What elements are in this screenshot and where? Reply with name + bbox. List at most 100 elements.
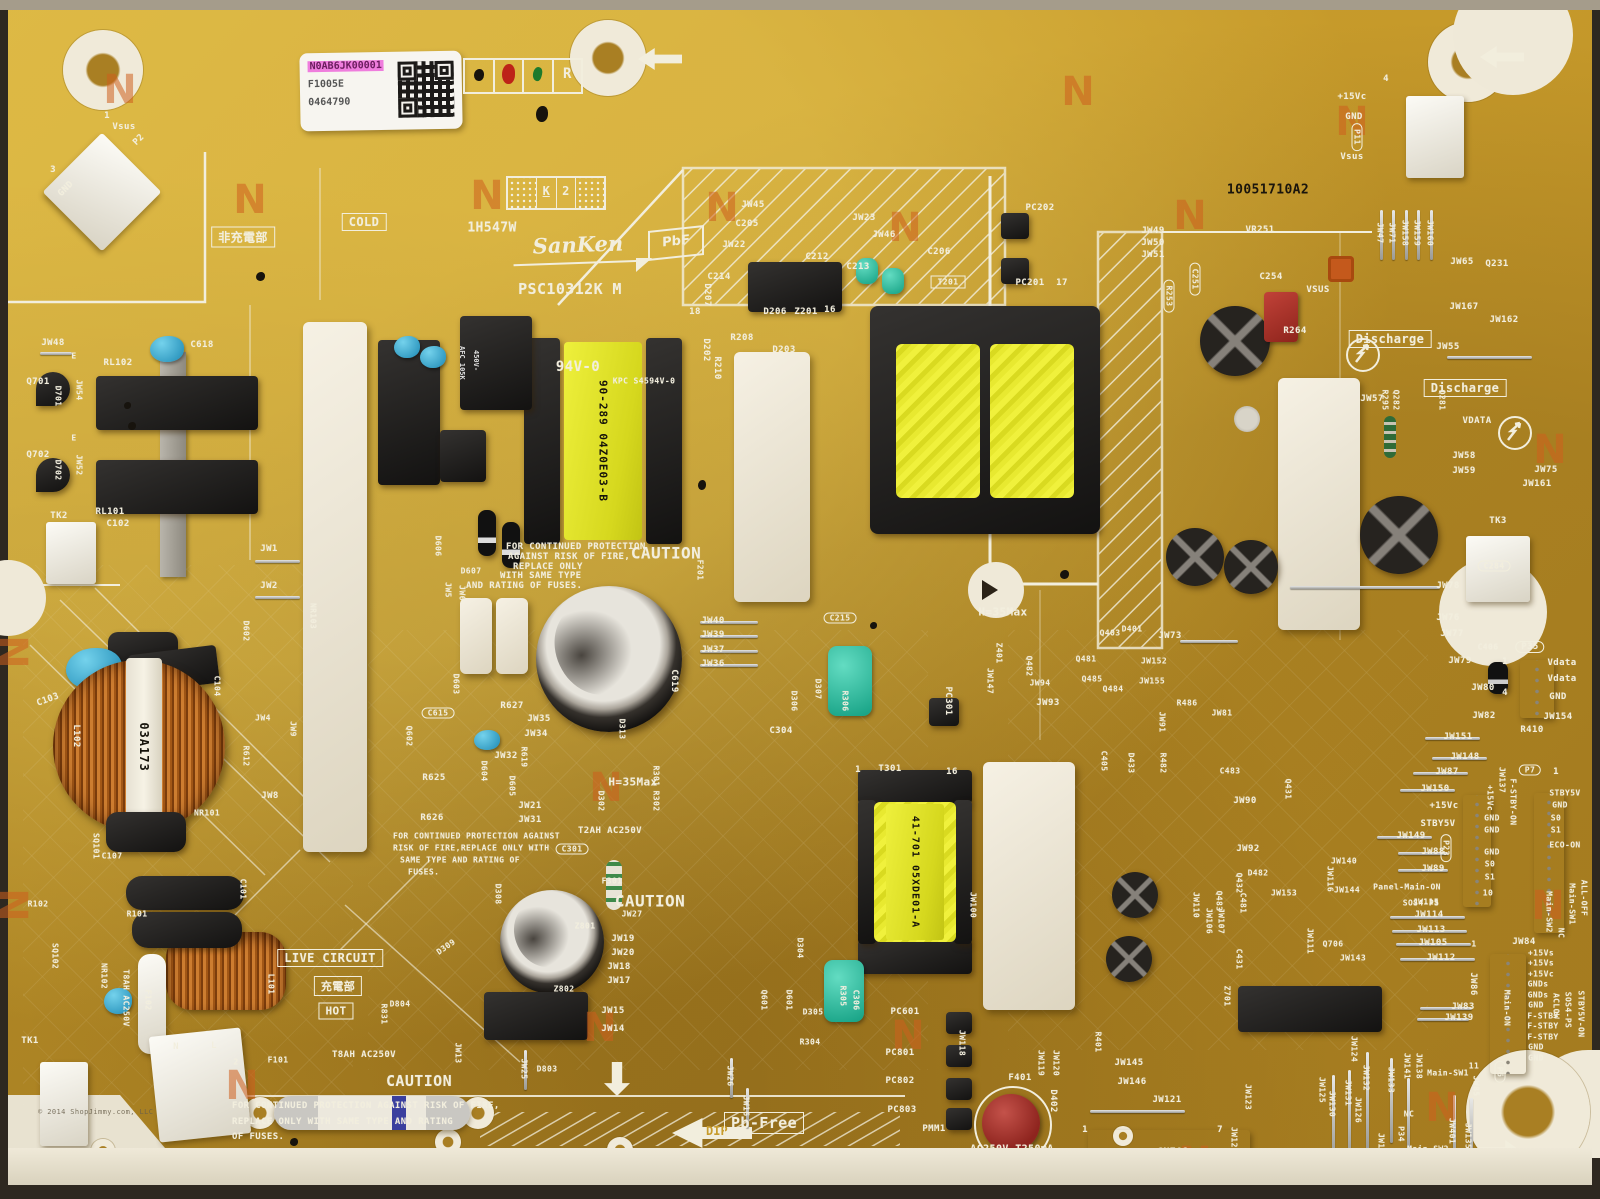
- silkscreen-label: 10: [1482, 888, 1494, 898]
- silkscreen-label: Main-SW1: [1427, 1068, 1469, 1078]
- silkscreen-label: JW83: [1451, 1002, 1475, 1012]
- silkscreen-label: JW9: [288, 721, 298, 737]
- silkscreen-label: 2: [233, 1057, 239, 1067]
- silkscreen-label: H=35Max: [978, 605, 1028, 619]
- silkscreen-label: F-STBY: [1527, 1021, 1559, 1031]
- silkscreen-label: 1: [1082, 1125, 1088, 1135]
- orange-n-mark: N: [1335, 99, 1369, 145]
- silkscreen-label: +15Vs: [1527, 958, 1555, 968]
- silkscreen-label: JW401: [1447, 1117, 1457, 1145]
- silkscreen-label: D202: [701, 338, 711, 362]
- dip-arrow-label: DIP: [706, 1124, 728, 1138]
- silkscreen-label: JW93: [1036, 698, 1060, 708]
- silkscreen-label: PMM1: [922, 1124, 946, 1134]
- silkscreen-label: VR251: [1245, 225, 1275, 235]
- silkscreen-label: GND: [56, 179, 76, 199]
- silkscreen-label: D605: [507, 775, 517, 797]
- silkscreen-label: C102: [106, 519, 130, 529]
- silkscreen-label: JW54: [74, 379, 84, 401]
- silkscreen-label: R301: [651, 765, 661, 787]
- connector-p6: [1490, 954, 1526, 1074]
- silkscreen-label: Q706: [1322, 939, 1344, 949]
- silkscreen-label: C107: [101, 851, 123, 861]
- discharge-arrow-icon: [1346, 338, 1380, 372]
- optocoupler-pc301: [929, 698, 959, 726]
- silkscreen-label: JW138: [1414, 1052, 1424, 1080]
- silkscreen-label: D433: [1126, 752, 1136, 774]
- silkscreen-label: 充電部: [313, 976, 363, 996]
- silkscreen-label: JW34: [524, 729, 548, 739]
- electrolytic-capacitor-main: [536, 586, 682, 732]
- silkscreen-label: R102: [27, 899, 49, 909]
- silkscreen-label: JW17: [607, 976, 631, 986]
- silkscreen-label: CAUTION: [385, 1072, 453, 1090]
- silkscreen-label: Discharge: [1348, 330, 1432, 348]
- silkscreen-label: GND: [1528, 1053, 1544, 1063]
- silkscreen-label: STBY5V-ON: [1576, 990, 1586, 1038]
- inspection-cell: [465, 60, 495, 92]
- silkscreen-label: Q601: [759, 989, 769, 1011]
- silkscreen-label: JW25: [519, 1058, 529, 1080]
- silkscreen-label: GND: [1552, 800, 1568, 810]
- inspection-cell: [524, 60, 554, 92]
- silkscreen-label: D207: [702, 283, 712, 307]
- silkscreen-label: Q403: [1099, 628, 1121, 638]
- silkscreen-label: 4: [1383, 74, 1389, 84]
- silkscreen-label: PC802: [885, 1076, 915, 1086]
- silkscreen-label: JW155: [1138, 676, 1166, 686]
- silkscreen-label: SAME TYPE AND RATING OF: [400, 855, 520, 865]
- silkscreen-label: JW31: [518, 815, 542, 825]
- capacitor-red-c254: [1264, 292, 1298, 342]
- silkscreen-label: JW110: [1191, 891, 1201, 919]
- silkscreen-label: VDATA: [1462, 416, 1492, 426]
- transformer-label: 41-701 05XDE01-A: [886, 804, 944, 940]
- jumper-wire: [1396, 943, 1471, 946]
- capacitor-small: [1488, 662, 1508, 694]
- silkscreen-label: JW161: [1522, 479, 1552, 489]
- film-capacitor-afc: AFC 105K 450V-: [458, 316, 532, 410]
- silkscreen-label: JW118: [957, 1029, 967, 1057]
- relay-rl101: [96, 460, 258, 514]
- relay-rl102: [96, 376, 258, 430]
- film-capacitor: [882, 268, 904, 294]
- silkscreen-label: D804: [389, 999, 411, 1009]
- silkscreen-label: JW71: [1387, 222, 1397, 244]
- terminal-tk2: [46, 522, 96, 584]
- electrolytic-capacitor: [1200, 306, 1270, 376]
- silkscreen-label: JW32: [494, 751, 518, 761]
- jumper-wire: [700, 650, 758, 653]
- silkscreen-label: NR103: [308, 602, 318, 630]
- silkscreen-label: Vdata: [1547, 658, 1577, 668]
- jumper-wire: [1377, 836, 1432, 839]
- transformer-t201: [870, 306, 1100, 534]
- silkscreen-label: JW144: [1333, 885, 1361, 895]
- silkscreen-label: JW40: [701, 616, 725, 626]
- silkscreen-label: JW59: [1452, 466, 1476, 476]
- silkscreen-label: JW135: [1463, 1122, 1473, 1150]
- silkscreen-label: D702: [53, 459, 63, 481]
- silkscreen-label: P34: [1396, 1126, 1406, 1142]
- orange-n-mark: N: [891, 1013, 925, 1059]
- silkscreen-label: JW124: [1349, 1035, 1359, 1063]
- silkscreen-label: JW91: [1157, 711, 1167, 733]
- silkscreen-label: JW48: [41, 338, 65, 348]
- electrolytic-capacitor: [500, 890, 604, 994]
- film-capacitor-c215: [828, 646, 872, 716]
- silkscreen-label: C483: [1219, 766, 1241, 776]
- silkscreen-label: REPLACE ONLY WITH SAME TYPE AND RATING: [232, 1117, 454, 1127]
- silkscreen-label: D305: [802, 1007, 824, 1017]
- silkscreen-label: JW65: [1450, 257, 1474, 267]
- silkscreen-label: Q281: [1437, 389, 1447, 411]
- silkscreen-label: RISK OF FIRE,REPLACE ONLY WITH: [393, 843, 550, 853]
- silkscreen-label: D206: [763, 307, 787, 317]
- orange-n-mark: N: [233, 177, 267, 223]
- electrolytic-capacitor: [1106, 936, 1152, 982]
- optocoupler-pc801: [946, 1045, 972, 1067]
- film-capacitor: [824, 960, 864, 1022]
- connector-p35: [1520, 660, 1554, 718]
- jumper-wire: [1390, 1058, 1393, 1143]
- silkscreen-label: JW137: [1497, 766, 1507, 794]
- silkscreen-label: JW160: [1425, 219, 1435, 247]
- silkscreen-label: Z201: [794, 307, 818, 317]
- silkscreen-label: JW80: [1471, 683, 1495, 693]
